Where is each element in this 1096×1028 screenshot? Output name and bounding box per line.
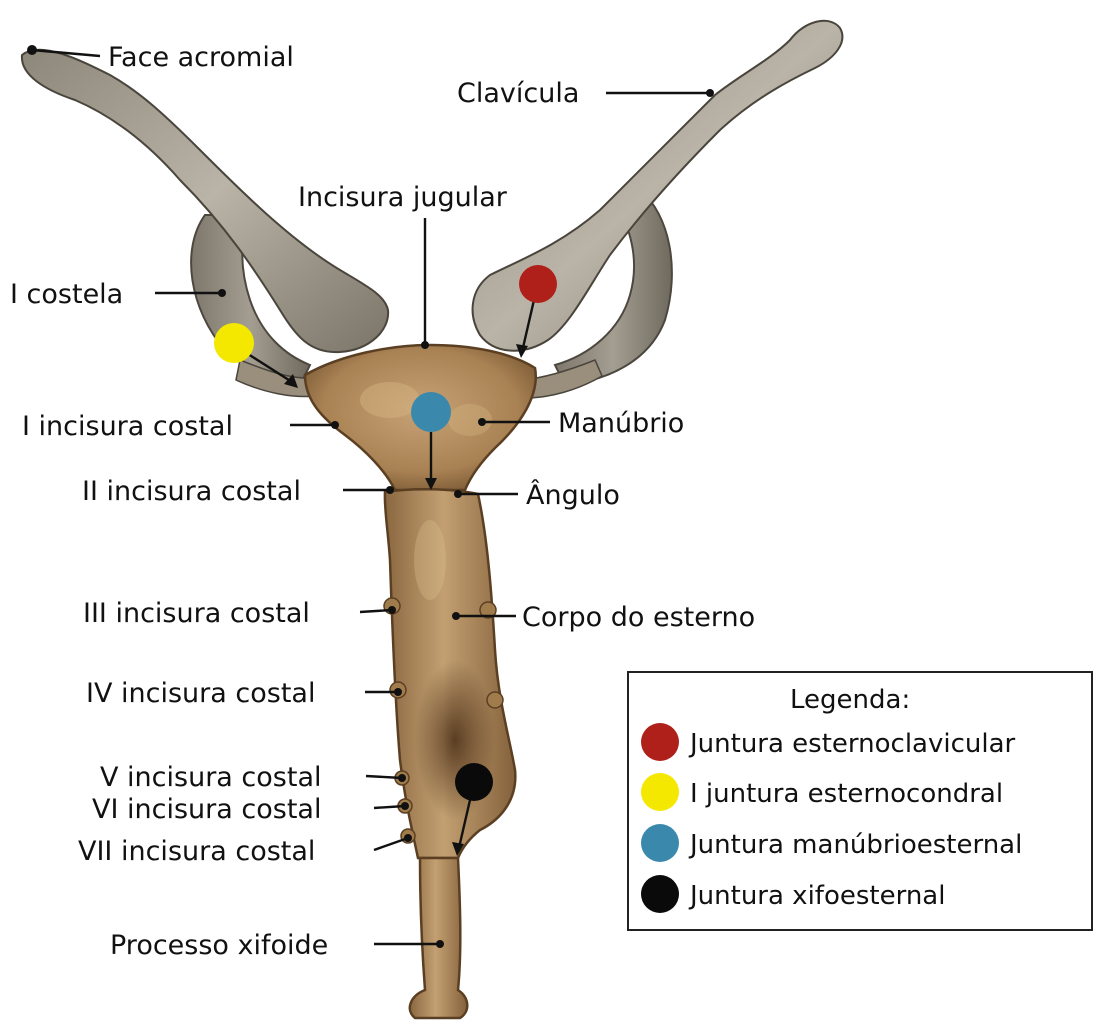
legend: Legenda: Juntura esternoclavicular I jun… [628, 672, 1092, 930]
label-clavicula: Clavícula [457, 78, 579, 109]
legend-swatch-xifoesternal [641, 875, 679, 913]
sternoclavicular-joint-marker [519, 265, 557, 303]
label-iv-incisura-costal: IV incisura costal [86, 678, 315, 709]
sternochondral-joint-marker [214, 323, 254, 363]
label-iii-incisura-costal: III incisura costal [83, 598, 310, 629]
legend-title: Legenda: [790, 685, 910, 715]
legend-swatch-manubrioesternal [641, 824, 679, 862]
legend-item-esternocondral: I juntura esternocondral [690, 779, 1003, 809]
xiphoid-process [410, 858, 467, 1018]
label-face-acromial: Face acromial [108, 42, 294, 73]
label-vi-incisura-costal: VI incisura costal [92, 794, 321, 825]
label-corpo-do-esterno: Corpo do esterno [522, 602, 755, 633]
label-vii-incisura-costal: VII incisura costal [78, 836, 315, 867]
legend-item-manubrioesternal: Juntura manúbrioesternal [688, 830, 1022, 860]
legend-item-xifoesternal: Juntura xifoesternal [688, 881, 945, 911]
legend-swatch-esternocondral [641, 773, 679, 811]
label-i-incisura-costal: I incisura costal [22, 411, 233, 442]
label-incisura-jugular: Incisura jugular [298, 182, 508, 213]
manubriosternal-joint-marker [411, 392, 451, 432]
legend-swatch-esternoclavicular [641, 723, 679, 761]
label-angulo: Ângulo [526, 479, 620, 511]
label-v-incisura-costal: V incisura costal [100, 762, 321, 793]
label-ii-incisura-costal: II incisura costal [82, 476, 301, 507]
label-manubrio: Manúbrio [558, 408, 684, 439]
label-i-costela: I costela [10, 279, 123, 310]
label-processo-xifoide: Processo xifoide [110, 930, 328, 961]
xiphisternal-joint-marker [455, 763, 493, 801]
legend-item-esternoclavicular: Juntura esternoclavicular [688, 729, 1016, 759]
